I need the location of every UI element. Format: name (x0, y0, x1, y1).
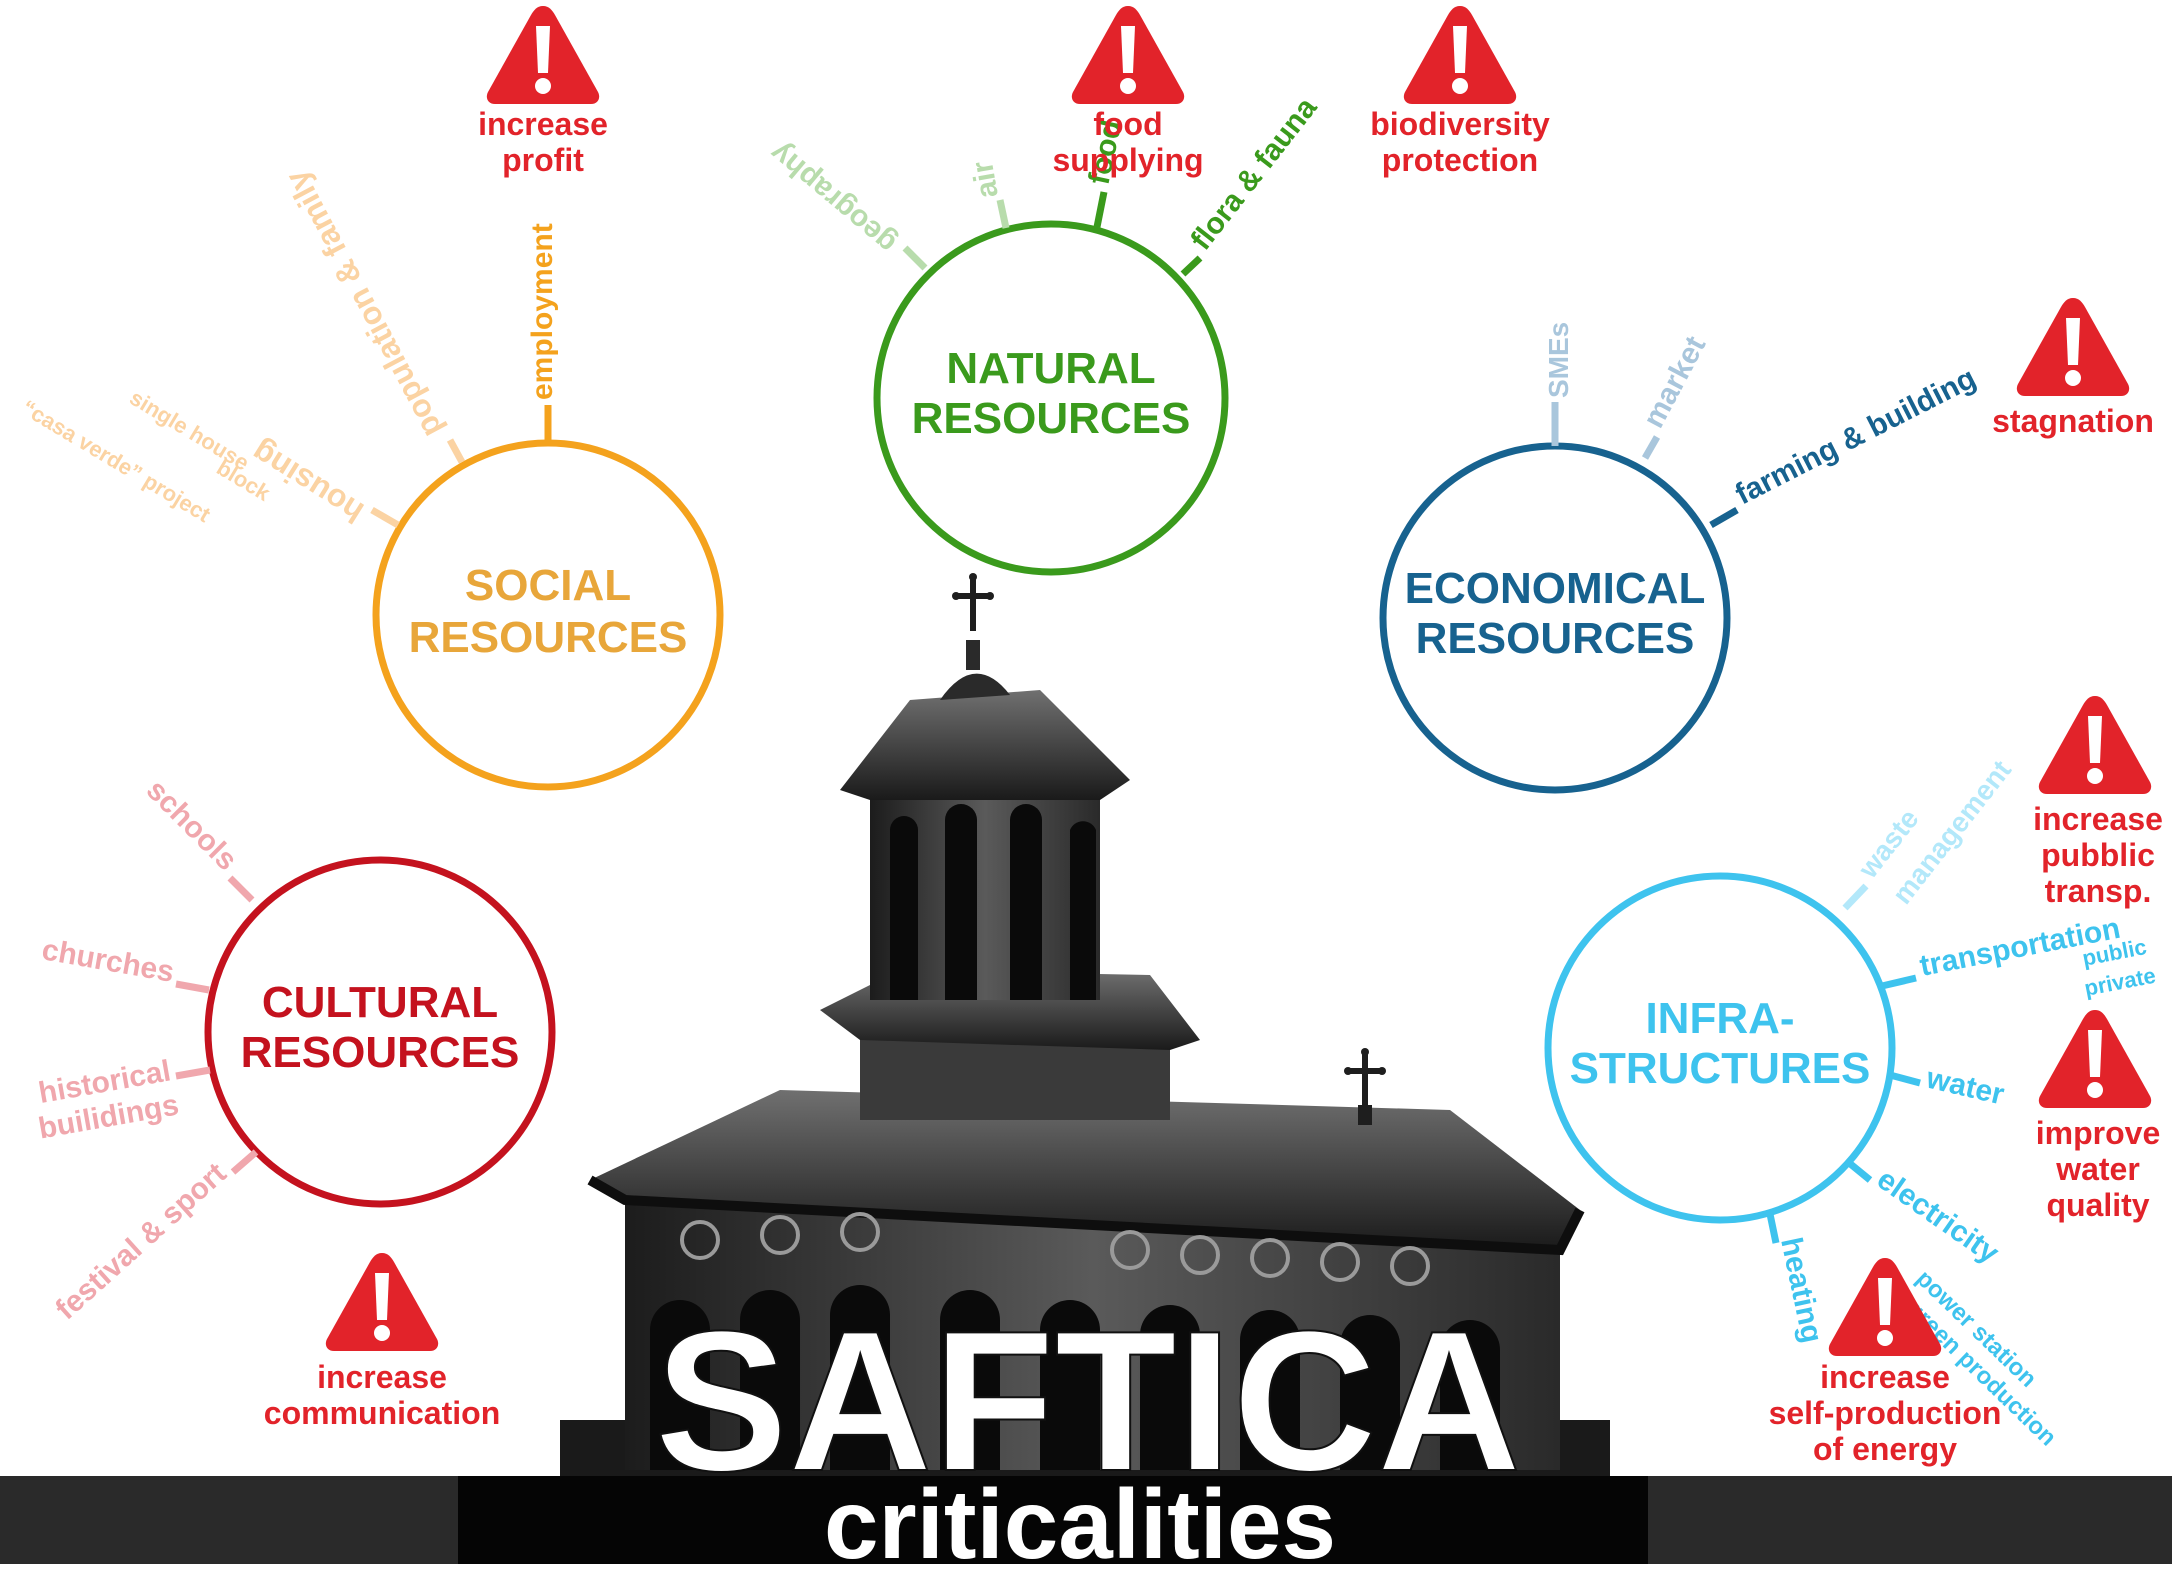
warning-food-supplying: food supplying (1052, 6, 1204, 178)
branch-smes: SMEs (1543, 322, 1574, 398)
svg-text:transp.: transp. (2045, 873, 2152, 909)
social-resources-group: SOCIAL RESOURCES employment population &… (17, 164, 724, 791)
natural-hub-line2: RESOURCES (912, 394, 1191, 443)
svg-text:increase: increase (2033, 801, 2163, 837)
warning-communication: increase communication (264, 1253, 500, 1431)
svg-text:pubblic: pubblic (2041, 837, 2155, 873)
infra-hub-line2: STRUCTURES (1570, 1044, 1871, 1093)
cultural-resources-circle (204, 856, 556, 1208)
branch-air: air (966, 158, 1005, 200)
page-subtitle: criticalities (824, 1469, 1336, 1564)
natural-hub-line1: NATURAL (946, 344, 1155, 393)
warning-increase-profit: increase profit (478, 6, 608, 178)
warning-triangle-icon (325, 1253, 439, 1351)
warning-self-production: increase self-production of energy (1769, 1258, 2002, 1467)
cross-icon (1344, 1048, 1386, 1106)
branch-market: market (1637, 331, 1712, 433)
branch-population-family: population & family (278, 164, 449, 443)
svg-text:increase: increase (317, 1359, 447, 1395)
svg-text:communication: communication (264, 1395, 500, 1431)
svg-text:quality: quality (2046, 1187, 2149, 1223)
warning-triangle-icon (2016, 298, 2130, 396)
branch-water: water (1922, 1061, 2007, 1111)
svg-text:food: food (1093, 106, 1162, 142)
branch-flora-fauna: flora & fauna (1185, 91, 1324, 256)
svg-text:water: water (2055, 1151, 2140, 1187)
svg-text:increase: increase (1820, 1359, 1950, 1395)
social-hub-line2: RESOURCES (409, 613, 688, 662)
branch-geography: geography (764, 136, 903, 260)
warning-water-quality: improve water quality (2036, 1010, 2160, 1223)
cultural-hub-line2: RESOURCES (241, 1028, 520, 1077)
svg-text:stagnation: stagnation (1992, 403, 2154, 439)
warning-biodiversity-protection: biodiversity protection (1370, 6, 1550, 178)
branch-festival-sport: festival & sport (50, 1157, 233, 1327)
warning-triangle-icon (2038, 696, 2152, 794)
natural-resources-group: NATURAL RESOURCES geography air food flo… (764, 91, 1324, 576)
warning-triangle-icon (486, 6, 600, 104)
page-title: SAFTICA (655, 1290, 1522, 1513)
natural-resources-circle (873, 220, 1229, 576)
svg-text:of energy: of energy (1813, 1431, 1957, 1467)
infra-hub-line1: INFRA- (1645, 994, 1794, 1043)
svg-text:protection: protection (1382, 142, 1538, 178)
branch-electricity: electricity (1871, 1163, 2005, 1271)
infrastructures-circle (1544, 872, 1896, 1224)
branch-farming-building: farming & building (1730, 362, 1981, 512)
branch-employment: employment (526, 223, 559, 400)
cultural-resources-group: CULTURAL RESOURCES schools churches hist… (36, 773, 556, 1327)
svg-text:profit: profit (502, 142, 584, 178)
svg-text:improve: improve (2036, 1115, 2160, 1151)
cross-icon (952, 573, 994, 631)
svg-text:increase: increase (478, 106, 608, 142)
warning-stagnation: stagnation (1992, 298, 2154, 439)
branch-churches: churches (39, 933, 176, 989)
warning-triangle-icon (1071, 6, 1185, 104)
cultural-hub-line1: CULTURAL (262, 978, 498, 1027)
branch-heating: heating (1774, 1235, 1828, 1346)
economical-resources-group: ECONOMICAL RESOURCES SMEs market farming… (1379, 322, 1981, 794)
warning-triangle-icon (1403, 6, 1517, 104)
economical-hub-line1: ECONOMICAL (1405, 564, 1706, 613)
svg-text:biodiversity: biodiversity (1370, 106, 1550, 142)
warning-triangle-icon (2038, 1010, 2152, 1108)
warning-public-transp: increase pubblic transp. (2033, 696, 2163, 909)
branch-schools: schools (140, 773, 244, 877)
church-illustration (560, 573, 1610, 1480)
economical-hub-line2: RESOURCES (1416, 614, 1695, 663)
svg-text:supplying: supplying (1052, 142, 1203, 178)
svg-text:self-production: self-production (1769, 1395, 2002, 1431)
social-hub-line1: SOCIAL (465, 561, 631, 610)
